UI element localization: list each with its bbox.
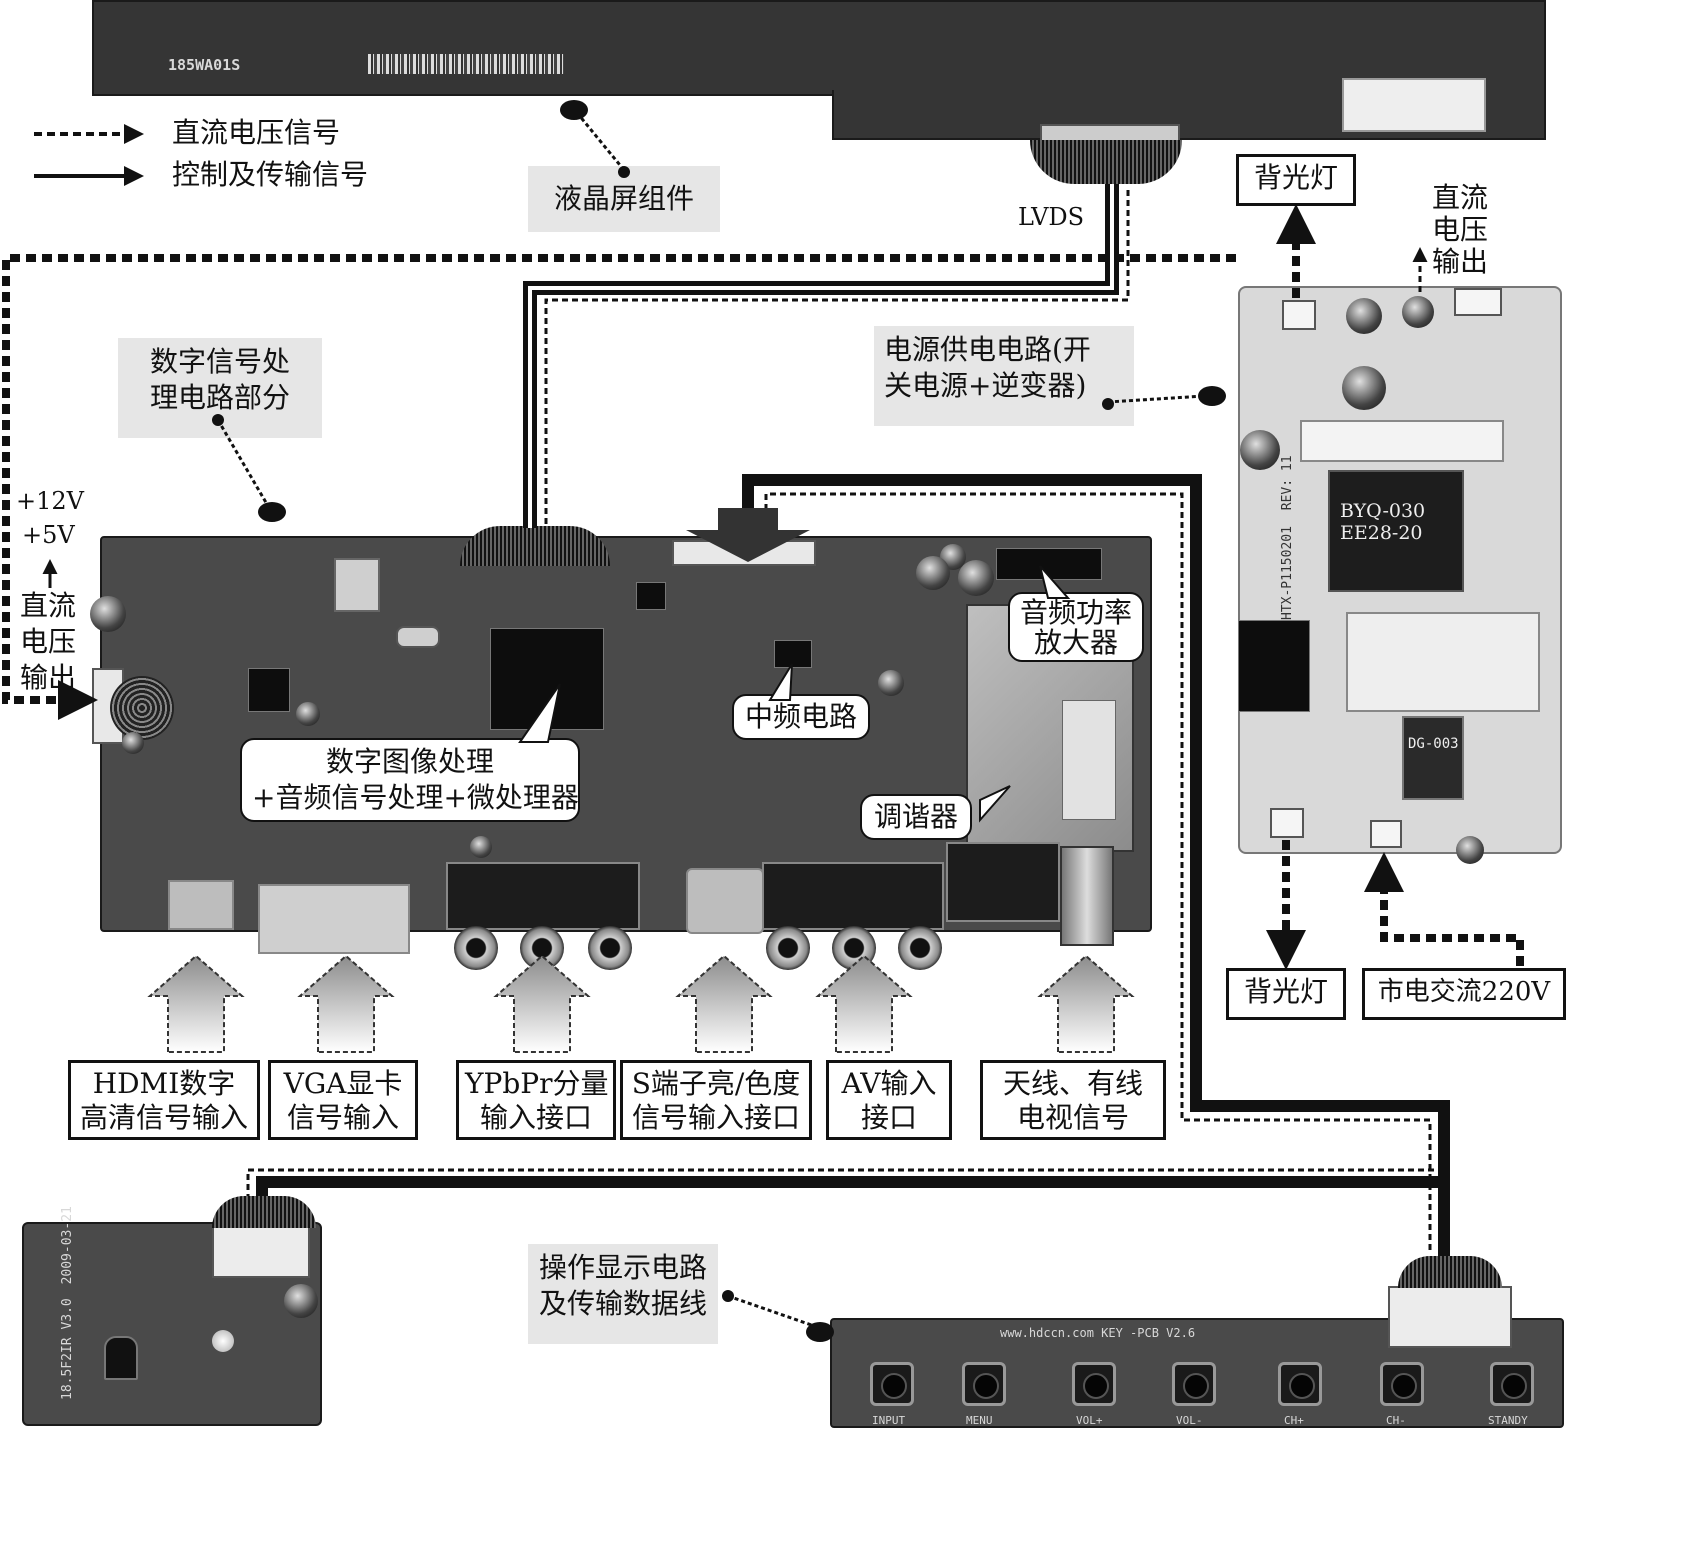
- main-title-dot: [212, 414, 224, 426]
- lcd-label-pointer: [578, 114, 624, 170]
- lcd-label-dot: [618, 166, 630, 178]
- control-label-dot: [722, 1290, 734, 1302]
- if-callout-tail: [770, 664, 792, 700]
- mains-input-line: [1384, 860, 1520, 966]
- control-label-pointer: [728, 1296, 820, 1328]
- input-arrow-vga: [300, 956, 392, 1052]
- main-title-pointer: [218, 420, 268, 506]
- input-arrow-av: [818, 956, 910, 1052]
- control-cable-line: [748, 480, 1444, 1256]
- control-cable-arrow-head: [686, 530, 810, 562]
- input-arrow-ypbpr: [496, 956, 588, 1052]
- ir-board-cable-line: [262, 1182, 1444, 1196]
- input-arrow-svideo: [678, 956, 770, 1052]
- input-arrow-hdmi: [150, 956, 242, 1052]
- input-arrow-antenna: [1040, 956, 1132, 1052]
- processor-callout-tail: [520, 684, 560, 742]
- power-label-dot: [1102, 398, 1114, 410]
- control-cable-dc-line: [766, 494, 1430, 1254]
- power-label-pointer: [1108, 396, 1204, 402]
- tuner-callout-tail: [980, 786, 1010, 820]
- input-arrows: [150, 956, 1132, 1052]
- audio-amp-callout-tail: [1040, 566, 1068, 598]
